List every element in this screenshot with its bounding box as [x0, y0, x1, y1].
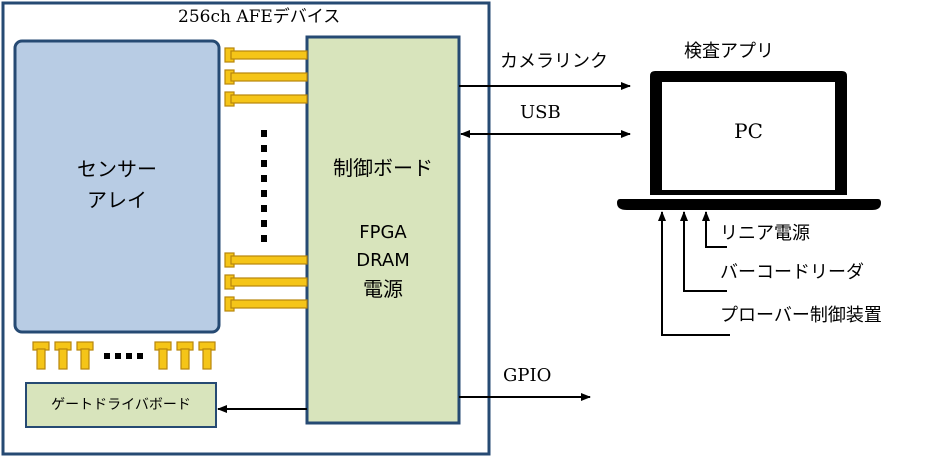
gate-connector-4: [154, 341, 172, 370]
prober-arrow: [658, 211, 730, 336]
gate-connectors: [32, 341, 216, 370]
gate-connector-5: [176, 341, 194, 370]
gate-connector-1: [32, 341, 50, 370]
sensor-array-label-line1: センサー: [77, 157, 157, 181]
barcode-reader-label: バーコードリーダ: [720, 262, 864, 283]
sensor-array-box: [13, 39, 221, 334]
gate-connector-2: [54, 341, 72, 370]
flex-connectors-top: [224, 47, 308, 107]
device-frame: [1, 1, 491, 456]
flex-connector-6: [224, 296, 308, 312]
sensor-array-label-line2: アレイ: [87, 188, 147, 212]
control-board-box: [305, 35, 461, 425]
gpio-label: GPIO: [503, 365, 552, 386]
flex-connector-5: [224, 274, 308, 290]
gate-driver-box: [25, 382, 217, 428]
flex-connector-1: [224, 47, 308, 63]
control-board-fpga: FPGA: [359, 222, 407, 243]
horizontal-ellipsis: [104, 353, 143, 359]
flex-connector-4: [224, 252, 308, 268]
gate-connector-3: [76, 341, 94, 370]
pc-label: PC: [734, 119, 763, 143]
linear-power-arrow: [702, 211, 727, 248]
control-board-title: 制御ボード: [333, 156, 433, 180]
camera-link-label: カメラリンク: [500, 51, 608, 72]
usb-label: USB: [520, 102, 561, 123]
flex-connector-2: [224, 69, 308, 85]
flex-connectors-bottom: [224, 252, 308, 312]
vertical-ellipsis: [261, 130, 267, 242]
prober-label: プローバー制御装置: [720, 305, 882, 326]
linear-power-label: リニア電源: [720, 223, 810, 244]
control-board-power: 電源: [363, 277, 403, 301]
barcode-reader-arrow: [680, 211, 727, 292]
gate-driver-label: ゲートドライバボード: [51, 397, 191, 413]
gate-connector-6: [198, 341, 216, 370]
control-board-dram: DRAM: [356, 250, 410, 271]
peripheral-arrows: [658, 211, 730, 336]
pc-app-label: 検査アプリ: [684, 41, 774, 62]
laptop-icon: [617, 71, 881, 210]
flex-connector-3: [224, 91, 308, 107]
device-title: 256ch AFEデバイス: [178, 7, 341, 27]
